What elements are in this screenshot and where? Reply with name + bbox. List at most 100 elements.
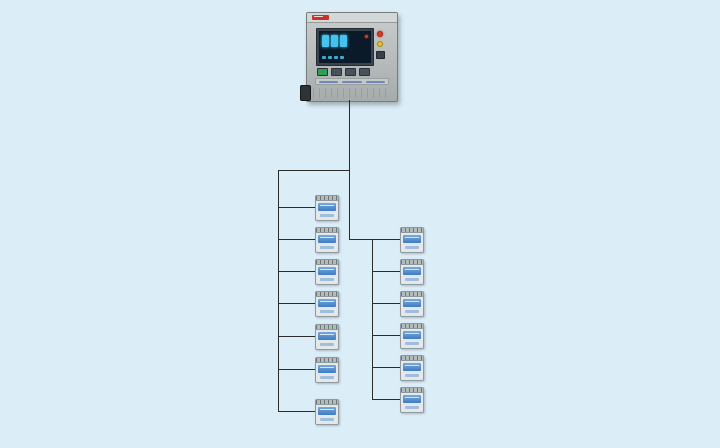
- label-text-dash: [319, 80, 339, 83]
- label-strip: [315, 78, 389, 85]
- status-leds: [377, 31, 383, 47]
- detector-module: [400, 291, 424, 317]
- module-label: [405, 406, 419, 409]
- side-button: [376, 51, 385, 59]
- module-display-band: [318, 365, 336, 373]
- wire-segment: [278, 271, 315, 272]
- terminal-strip: [316, 292, 338, 297]
- detector-module: [400, 387, 424, 413]
- terminal-strip: [316, 358, 338, 363]
- wire-segment: [372, 367, 400, 368]
- module-label: [405, 342, 419, 345]
- module-display-band: [318, 203, 336, 211]
- module-label: [320, 343, 334, 346]
- module-display-band: [318, 267, 336, 275]
- terminal-strip: [316, 228, 338, 233]
- label-text-dash: [342, 80, 362, 83]
- module-display-band: [403, 331, 421, 339]
- status-led-icon: [377, 41, 383, 47]
- terminal-strip: [401, 292, 423, 297]
- module-display-band: [403, 395, 421, 403]
- module-label: [405, 374, 419, 377]
- detector-module: [315, 227, 339, 253]
- display-digit: [340, 35, 347, 47]
- wire-segment: [278, 411, 315, 412]
- controller-display: [316, 28, 374, 66]
- wire-segment: [372, 239, 400, 240]
- module-display-band: [318, 299, 336, 307]
- alarm-led-icon: [365, 35, 368, 38]
- detector-module: [315, 324, 339, 350]
- status-led-icon: [377, 31, 383, 37]
- display-subdigit: [328, 56, 332, 59]
- controller-top-strip: [307, 13, 397, 23]
- wire-segment: [372, 399, 400, 400]
- wire-segment: [372, 335, 400, 336]
- module-label: [320, 376, 334, 379]
- terminal-strip: [401, 388, 423, 393]
- wire-segment: [278, 207, 315, 208]
- detector-module: [400, 355, 424, 381]
- display-subdigit: [334, 56, 338, 59]
- detector-module: [315, 259, 339, 285]
- display-digit: [331, 35, 338, 47]
- gas-alarm-controller: [300, 12, 398, 102]
- wire-segment: [278, 303, 315, 304]
- display-panel: [319, 31, 371, 63]
- module-display-band: [403, 267, 421, 275]
- module-display-band: [403, 363, 421, 371]
- display-subdigits: [322, 56, 344, 59]
- terminal-strip: [316, 196, 338, 201]
- display-digits: [322, 35, 347, 47]
- panel-button: [331, 68, 342, 76]
- terminal-strip: [401, 260, 423, 265]
- detector-module: [315, 291, 339, 317]
- wire-segment: [349, 100, 350, 239]
- detector-module: [315, 357, 339, 383]
- module-label: [320, 246, 334, 249]
- detector-module: [400, 259, 424, 285]
- panel-button: [345, 68, 356, 76]
- module-label: [320, 418, 334, 421]
- display-digit: [322, 35, 329, 47]
- module-label: [405, 278, 419, 281]
- module-label: [320, 310, 334, 313]
- wire-segment: [278, 369, 315, 370]
- wire-segment: [278, 239, 315, 240]
- module-label: [320, 278, 334, 281]
- module-display-band: [318, 332, 336, 340]
- wire-segment: [278, 170, 350, 171]
- wire-segment: [349, 239, 373, 240]
- wire-segment: [278, 170, 279, 411]
- wire-segment: [372, 271, 400, 272]
- terminal-strip: [316, 400, 338, 405]
- module-display-band: [403, 299, 421, 307]
- detector-module: [315, 195, 339, 221]
- terminal-strip: [401, 356, 423, 361]
- module-display-band: [318, 235, 336, 243]
- terminal-strip: [401, 324, 423, 329]
- detector-module: [315, 399, 339, 425]
- detector-module: [400, 227, 424, 253]
- brand-logo: [312, 15, 329, 20]
- panel-button: [317, 68, 328, 76]
- panel-button: [359, 68, 370, 76]
- module-display-band: [403, 235, 421, 243]
- button-row: [317, 68, 370, 76]
- label-text-dash: [365, 80, 385, 83]
- module-label: [405, 246, 419, 249]
- module-display-band: [318, 407, 336, 415]
- wire-segment: [372, 239, 373, 399]
- terminal-strip: [316, 325, 338, 330]
- terminal-strip: [316, 260, 338, 265]
- module-label: [405, 310, 419, 313]
- module-label: [320, 214, 334, 217]
- wire-segment: [278, 336, 315, 337]
- conduit-fitting: [300, 85, 311, 101]
- wire-segment: [372, 303, 400, 304]
- display-subdigit: [340, 56, 344, 59]
- vent-area: [313, 88, 391, 98]
- detector-module: [400, 323, 424, 349]
- display-subdigit: [322, 56, 326, 59]
